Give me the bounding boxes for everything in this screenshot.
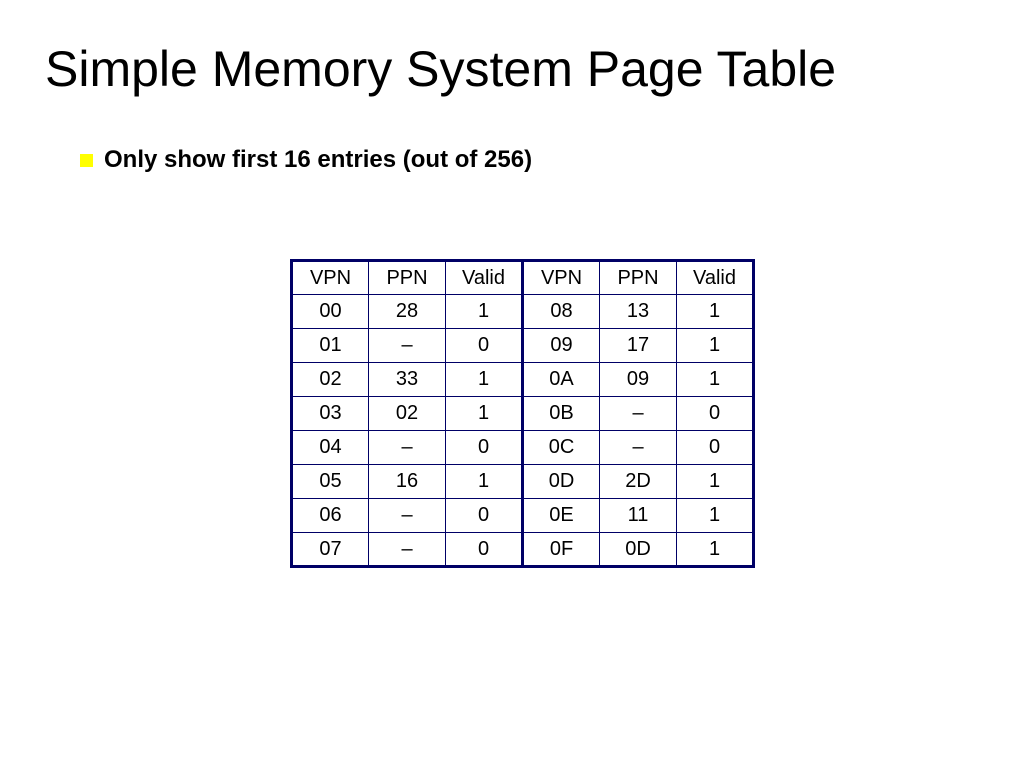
header-vpn: VPN: [521, 260, 600, 295]
header-ppn: PPN: [368, 260, 446, 295]
vpn-cell: 0F: [521, 532, 600, 567]
ppn-cell: –: [368, 532, 446, 567]
table-header-row: VPN PPN Valid VPN PPN Valid: [291, 260, 754, 295]
ppn-cell: 13: [599, 294, 677, 329]
vpn-cell: 0D: [521, 464, 600, 499]
vpn-cell: 00: [291, 294, 369, 329]
valid-cell: 1: [445, 396, 523, 431]
ppn-cell: –: [368, 430, 446, 465]
vpn-cell: 0C: [521, 430, 600, 465]
vpn-cell: 06: [291, 498, 369, 533]
bullet-item: Only show first 16 entries (out of 256): [80, 144, 532, 176]
vpn-cell: 08: [521, 294, 600, 329]
vpn-cell: 09: [521, 328, 600, 363]
ppn-cell: 2D: [599, 464, 677, 499]
valid-cell: 1: [445, 464, 523, 499]
valid-cell: 0: [445, 430, 523, 465]
vpn-cell: 07: [291, 532, 369, 567]
vpn-cell: 0A: [521, 362, 600, 397]
ppn-cell: 11: [599, 498, 677, 533]
vpn-cell: 05: [291, 464, 369, 499]
slide-title: Simple Memory System Page Table: [45, 41, 837, 97]
header-ppn: PPN: [599, 260, 677, 295]
valid-cell: 1: [676, 328, 754, 363]
vpn-cell: 02: [291, 362, 369, 397]
ppn-cell: 16: [368, 464, 446, 499]
ppn-cell: –: [599, 430, 677, 465]
vpn-cell: 0E: [521, 498, 600, 533]
valid-cell: 0: [445, 532, 523, 567]
valid-cell: 1: [445, 362, 523, 397]
ppn-cell: –: [368, 498, 446, 533]
valid-cell: 1: [676, 294, 754, 329]
header-valid: Valid: [676, 260, 754, 295]
square-bullet-icon: [80, 153, 93, 167]
vpn-cell: 01: [291, 328, 369, 363]
header-vpn: VPN: [291, 260, 369, 295]
header-valid: Valid: [445, 260, 523, 295]
bullet-text: Only show first 16 entries (out of 256): [104, 146, 533, 173]
vpn-cell: 03: [291, 396, 369, 431]
valid-cell: 0: [676, 396, 754, 431]
valid-cell: 1: [676, 498, 754, 533]
valid-cell: 1: [676, 362, 754, 397]
vpn-cell: 04: [291, 430, 369, 465]
valid-cell: 0: [676, 430, 754, 465]
ppn-cell: –: [368, 328, 446, 363]
ppn-cell: 02: [368, 396, 446, 431]
valid-cell: 1: [676, 532, 754, 567]
valid-cell: 0: [445, 328, 523, 363]
ppn-cell: 33: [368, 362, 446, 397]
ppn-cell: 09: [599, 362, 677, 397]
valid-cell: 1: [676, 464, 754, 499]
ppn-cell: 17: [599, 328, 677, 363]
ppn-cell: –: [599, 396, 677, 431]
valid-cell: 1: [445, 294, 523, 329]
ppn-cell: 0D: [599, 532, 677, 567]
valid-cell: 0: [445, 498, 523, 533]
ppn-cell: 28: [368, 294, 446, 329]
vpn-cell: 0B: [521, 396, 600, 431]
